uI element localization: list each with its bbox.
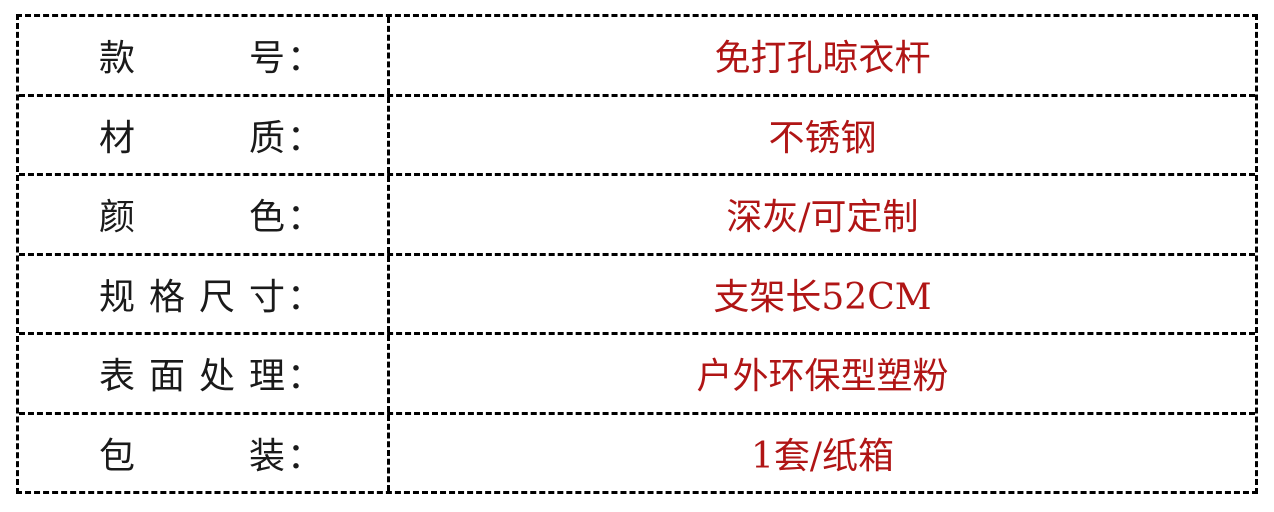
spec-label-colon: ： (287, 276, 324, 318)
spec-label-colon: ： (287, 197, 324, 239)
spec-value-model: 免打孔晾衣杆 (714, 38, 931, 80)
spec-row-dimensions: 规格尺寸： 支架长52CM (19, 255, 1255, 335)
spec-row-material: 材质： 不锈钢 (19, 96, 1255, 176)
spec-label-dimensions: 规格尺寸 (99, 276, 285, 318)
spec-label-cell: 包装： (19, 414, 390, 491)
spec-label-model: 款号 (99, 38, 285, 80)
spec-row-surface-finish: 表面处理： 户外环保型塑粉 (19, 335, 1255, 415)
spec-label-color: 颜色 (99, 197, 285, 239)
spec-label-material: 材质 (99, 117, 285, 159)
spec-value-surface-finish: 户外环保型塑粉 (696, 356, 949, 398)
spec-label-cell: 规格尺寸： (19, 255, 390, 332)
spec-value-color: 深灰/可定制 (726, 197, 919, 239)
spec-label-packaging: 包装 (99, 435, 285, 477)
spec-label-cell: 颜色： (19, 176, 390, 253)
spec-label-cell: 材质： (19, 96, 390, 173)
spec-row-model: 款号： 免打孔晾衣杆 (19, 17, 1255, 97)
spec-value-packaging: 1套/纸箱 (750, 435, 895, 477)
spec-row-color: 颜色： 深灰/可定制 (19, 176, 1255, 256)
spec-label-cell: 款号： (19, 17, 390, 94)
spec-label-surface-finish: 表面处理 (99, 356, 285, 398)
spec-label-colon: ： (287, 38, 324, 80)
spec-row-packaging: 包装： 1套/纸箱 (19, 414, 1255, 491)
spec-label-colon: ： (287, 435, 324, 477)
spec-value-material: 不锈钢 (768, 117, 877, 159)
spec-label-cell: 表面处理： (19, 335, 390, 412)
spec-label-colon: ： (287, 117, 324, 159)
spec-value-dimensions: 支架长52CM (713, 276, 932, 318)
spec-label-colon: ： (287, 356, 324, 398)
product-spec-table: 款号： 免打孔晾衣杆 材质： 不锈钢 颜色： 深灰/可定制 规格尺寸： 支架长5… (16, 14, 1258, 494)
